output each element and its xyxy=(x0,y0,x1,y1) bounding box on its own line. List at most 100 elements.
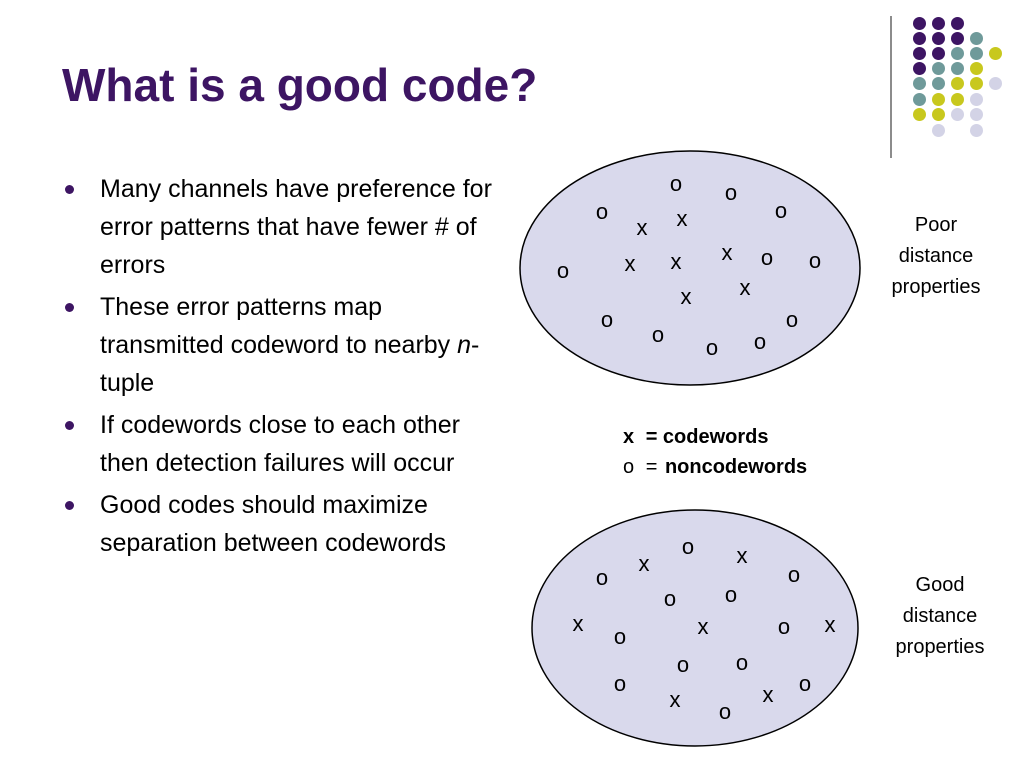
decor-dot xyxy=(951,32,964,45)
decor-dot xyxy=(913,93,926,106)
codeword-mark: x xyxy=(625,251,636,276)
poor-distance-ellipse xyxy=(519,150,861,386)
noncodeword-mark: o xyxy=(761,245,773,270)
codeword-mark: x xyxy=(637,215,648,240)
good-distance-label: Good distance properties xyxy=(875,570,1005,663)
bullet-text: Many channels have preference for error … xyxy=(100,175,492,279)
decor-dot xyxy=(913,32,926,45)
decor-dot xyxy=(932,17,945,30)
noncodeword-mark: o xyxy=(706,335,718,360)
noncodeword-mark: o xyxy=(677,652,689,677)
decor-dot xyxy=(951,108,964,121)
decor-dot xyxy=(970,108,983,121)
noncodeword-mark: o xyxy=(664,586,676,611)
decor-dot xyxy=(951,47,964,60)
noncodeword-mark: o xyxy=(809,248,821,273)
slide-title: What is a good code? xyxy=(62,59,538,111)
noncodeword-mark: o xyxy=(775,198,787,223)
poor-distance-label: Poor distance properties xyxy=(871,210,1001,303)
noncodeword-mark: o xyxy=(799,671,811,696)
decor-dot xyxy=(932,32,945,45)
codeword-mark: x xyxy=(740,275,751,300)
decor-dot xyxy=(913,77,926,90)
codeword-mark: x xyxy=(722,240,733,265)
codeword-mark: x xyxy=(737,543,748,568)
decor-dot xyxy=(913,62,926,75)
label-line: properties xyxy=(891,276,981,298)
legend-codewords: x = codewords xyxy=(623,422,807,452)
noncodeword-mark: o xyxy=(601,307,613,332)
codeword-mark: x xyxy=(639,551,650,576)
decor-dot xyxy=(932,93,945,106)
noncodeword-mark: o xyxy=(725,582,737,607)
codeword-mark: x xyxy=(670,687,681,712)
bullet-list: Many channels have preference for error … xyxy=(62,170,502,566)
decor-dot xyxy=(932,77,945,90)
codeword-mark: x xyxy=(698,614,709,639)
noncodeword-mark: o xyxy=(778,614,790,639)
decor-dot xyxy=(970,93,983,106)
bullet-italic-n: n xyxy=(457,331,472,359)
noncodeword-mark: o xyxy=(614,671,626,696)
legend-x-symbol: x xyxy=(623,426,635,448)
noncodeword-mark: o xyxy=(652,322,664,347)
legend-x-text: = codewords xyxy=(645,426,769,448)
bullet-text: These error patterns map transmitted cod… xyxy=(100,293,458,359)
bullet-text: Good codes should maximize separation be… xyxy=(100,491,447,557)
noncodeword-mark: o xyxy=(596,199,608,224)
codeword-mark: x xyxy=(825,612,836,637)
noncodeword-mark: o xyxy=(557,258,569,283)
decor-dot xyxy=(951,77,964,90)
decor-dot xyxy=(970,62,983,75)
codeword-mark: x xyxy=(763,682,774,707)
decor-dot xyxy=(970,47,983,60)
decor-dot xyxy=(932,108,945,121)
noncodeword-mark: o xyxy=(725,180,737,205)
noncodeword-mark: o xyxy=(788,562,800,587)
noncodeword-mark: o xyxy=(682,534,694,559)
decor-dot xyxy=(932,47,945,60)
decor-dot xyxy=(989,47,1002,60)
noncodeword-mark: o xyxy=(596,565,608,590)
noncodeword-mark: o xyxy=(670,171,682,196)
legend-o-eq: = xyxy=(645,456,658,478)
codeword-mark: x xyxy=(681,284,692,309)
decor-dot xyxy=(970,32,983,45)
decor-dot xyxy=(951,17,964,30)
codeword-mark: x xyxy=(671,249,682,274)
poor-distance-marks: o o o o x x x o x x o o x x o o o o o xyxy=(557,171,821,360)
decor-dot xyxy=(970,77,983,90)
bullet-item: These error patterns map transmitted cod… xyxy=(62,288,502,402)
header-divider xyxy=(890,16,892,158)
good-distance-ellipse xyxy=(531,509,859,747)
noncodeword-mark: o xyxy=(736,650,748,675)
good-distance-marks: o x x o o o o x o x o x o o o o x x o xyxy=(573,534,836,724)
legend-o-text: noncodewords xyxy=(664,456,808,478)
noncodeword-mark: o xyxy=(719,699,731,724)
decor-dot xyxy=(913,17,926,30)
codeword-mark: x xyxy=(677,206,688,231)
label-line: properties xyxy=(895,636,985,658)
decor-dot xyxy=(989,77,1002,90)
label-line: distance xyxy=(902,605,978,627)
decor-dot xyxy=(951,93,964,106)
label-line: Good xyxy=(915,574,965,596)
decor-dot xyxy=(970,124,983,137)
legend-o-symbol: o xyxy=(623,456,635,478)
label-line: Poor xyxy=(914,214,958,236)
bullet-item: Many channels have preference for error … xyxy=(62,170,502,284)
bullet-item: Good codes should maximize separation be… xyxy=(62,486,502,562)
decor-dot xyxy=(913,47,926,60)
noncodeword-mark: o xyxy=(754,329,766,354)
label-line: distance xyxy=(898,245,974,267)
codeword-mark: x xyxy=(573,611,584,636)
noncodeword-mark: o xyxy=(614,624,626,649)
legend: x = codewords o = noncodewords xyxy=(623,422,807,482)
decor-dot xyxy=(932,62,945,75)
noncodeword-mark: o xyxy=(786,307,798,332)
decor-dot xyxy=(951,62,964,75)
legend-noncodewords: o = noncodewords xyxy=(623,452,807,482)
bullet-item: If codewords close to each other then de… xyxy=(62,406,502,482)
decor-dot xyxy=(932,124,945,137)
